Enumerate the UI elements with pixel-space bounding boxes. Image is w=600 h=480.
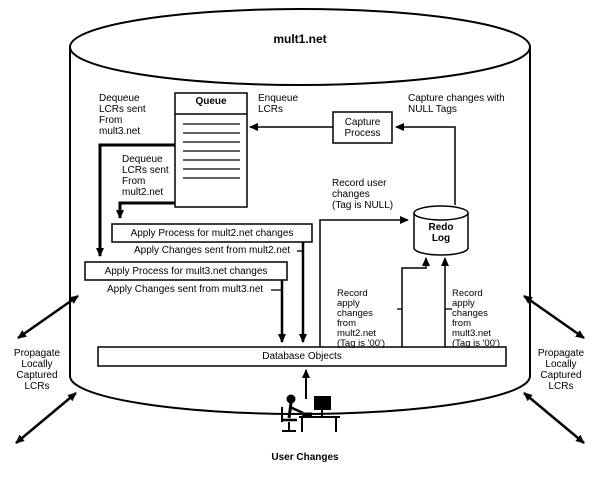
queue-outline [174, 92, 248, 208]
person-head [286, 394, 296, 404]
queue-box [174, 92, 248, 208]
capture-process-label: Capture Process [344, 116, 381, 139]
propagate-arrow-upper-right [523, 294, 585, 340]
apply-process-mult2-label: Apply Process for mult2.net changes [130, 227, 294, 239]
redo-log-top [413, 205, 469, 221]
queue-title: Queue [195, 96, 227, 107]
chair-base [282, 422, 296, 432]
redo-log-label: Redo Log [428, 222, 454, 244]
propagate-arrow-lower-right [523, 392, 585, 444]
record-apply-mult2-label: Record apply changes from mult2.net (Tag… [337, 288, 385, 349]
propagate-left-label: Propagate Locally Captured LCRs [13, 348, 61, 392]
record-user-changes-arrow [319, 216, 409, 347]
capture-process-box [332, 111, 393, 144]
propagate-arrows [15, 294, 585, 444]
dequeue-mult3-label: Dequeue LCRs sent From mult3.net [99, 93, 146, 137]
enqueue-lcrs-label: Enqueue LCRs [258, 93, 299, 115]
keyboard-icon [302, 412, 312, 417]
apply-process-mult3-label: Apply Process for mult3.net changes [104, 265, 268, 277]
database-objects-label: Database Objects [262, 351, 342, 362]
propagate-arrow-lower-left [15, 392, 77, 444]
diagram-title: mult1.net [273, 32, 327, 46]
apply-changes-mult3-label: Apply Changes sent from mult3.net [107, 284, 264, 295]
redo-to-capture-arrow [395, 123, 456, 205]
monitor-icon [314, 396, 331, 410]
database-cylinder [69, 8, 531, 415]
apply-process-mult3-box [84, 261, 288, 281]
dequeue-mult3-arrow [96, 143, 175, 257]
user-changes-label: User Changes [271, 452, 339, 463]
user-at-computer-icon [281, 394, 340, 432]
record-apply-mult3-label: Record apply changes from mult3.net (Tag… [452, 288, 500, 349]
redo-log-body [413, 213, 469, 256]
desk [299, 416, 340, 432]
person-body [287, 402, 293, 419]
propagate-arrow-upper-left [17, 294, 79, 340]
capture-changes-label: Capture changes with NULL Tags [408, 93, 505, 115]
apply-process-mult2-box [111, 223, 313, 243]
redo-log-cylinder [413, 205, 469, 256]
apply-changes-mult2-label: Apply Changes sent from mult2.net [134, 245, 291, 256]
dequeue-mult2-label: Dequeue LCRs sent From mult2.net [122, 154, 169, 198]
database-objects-box [97, 346, 507, 367]
record-user-changes-label: Record user changes (Tag is NULL) [332, 178, 394, 211]
record-apply-mult2-arrow [401, 257, 430, 347]
propagate-right-label: Propagate Locally Captured LCRs [537, 348, 585, 392]
dequeue-mult2-arrow [116, 201, 175, 219]
flow-arrows [96, 123, 456, 399]
cylinder-body [69, 47, 531, 415]
queue-message-lines [183, 123, 240, 179]
cylinder-top [69, 8, 531, 86]
person-arm [289, 405, 304, 415]
